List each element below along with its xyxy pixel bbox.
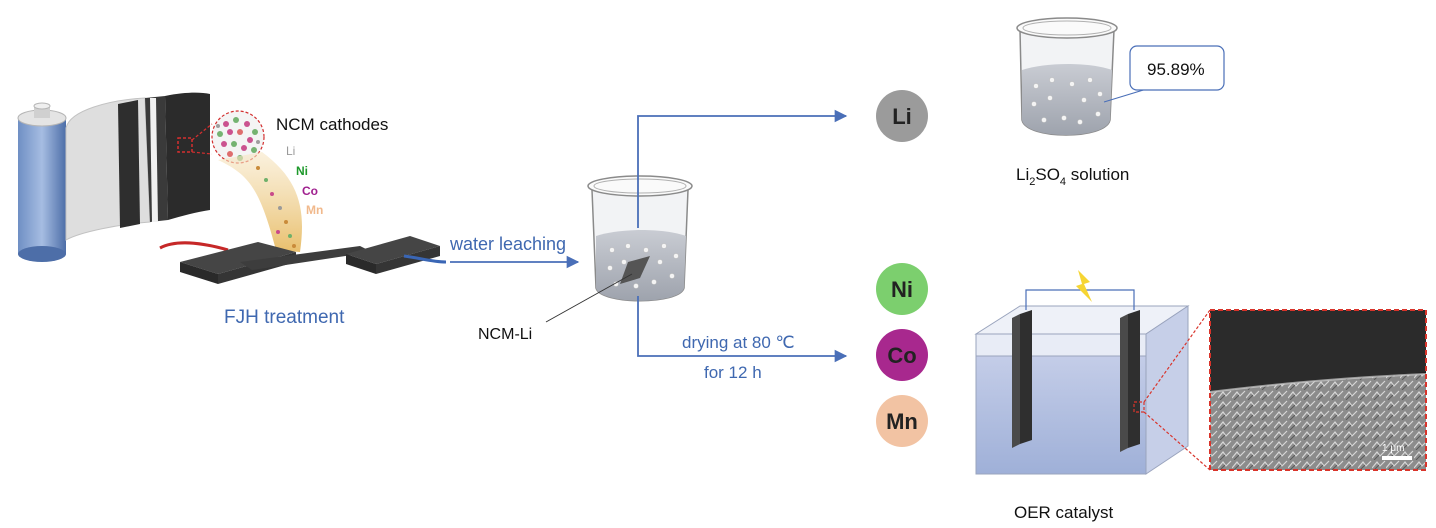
ncm-li-leader bbox=[545, 273, 633, 323]
sem-image bbox=[1209, 309, 1427, 471]
sem-zoom-lines bbox=[1133, 309, 1211, 471]
oer-catalyst-label: OER catalyst bbox=[1014, 503, 1113, 522]
zoom-marker bbox=[177, 123, 213, 155]
drying-label-line2: for 12 h bbox=[704, 363, 762, 382]
stream-particles bbox=[256, 166, 296, 248]
ncm-crystal-icon bbox=[211, 110, 265, 164]
percentage-value: 95.89% bbox=[1147, 60, 1205, 79]
element-circle-co: Co bbox=[876, 329, 928, 381]
stream-label-co: Co bbox=[302, 184, 318, 198]
element-circle-li: Li bbox=[876, 90, 928, 142]
fjh-device bbox=[159, 236, 447, 284]
stream-label-li: Li bbox=[286, 144, 295, 158]
electrode-sheets bbox=[65, 92, 210, 241]
lithium-arrow bbox=[637, 109, 848, 228]
li2so4-solution-label: Li2SO4 solution bbox=[1016, 165, 1129, 188]
stream-label-ni: Ni bbox=[296, 164, 308, 178]
element-circle-mn: Mn bbox=[876, 395, 928, 447]
element-circle-ni: Ni bbox=[876, 263, 928, 315]
drying-arrow bbox=[637, 296, 848, 363]
element-symbol-ni: Ni bbox=[891, 277, 913, 302]
stream-label-mn: Mn bbox=[306, 203, 323, 217]
percentage-callout bbox=[1103, 45, 1225, 103]
electrolysis-cell bbox=[974, 270, 1190, 475]
water-leaching-label: water leaching bbox=[449, 234, 566, 254]
ncm-li-label: NCM-Li bbox=[478, 326, 532, 343]
fjh-treatment-label: FJH treatment bbox=[224, 307, 345, 328]
drying-label-line1: drying at 80 ℃ bbox=[682, 333, 795, 352]
leaching-beaker bbox=[587, 175, 693, 302]
li2so4-beaker bbox=[1016, 17, 1118, 136]
sem-scale-label: 1 μm bbox=[1382, 443, 1404, 454]
particle-stream bbox=[218, 152, 303, 252]
element-symbol-mn: Mn bbox=[886, 409, 918, 434]
battery-icon bbox=[17, 102, 67, 262]
sem-scale-bar bbox=[1382, 456, 1412, 460]
element-symbol-li: Li bbox=[892, 104, 912, 129]
ncm-cathodes-label: NCM cathodes bbox=[276, 115, 388, 134]
element-symbol-co: Co bbox=[887, 343, 916, 368]
